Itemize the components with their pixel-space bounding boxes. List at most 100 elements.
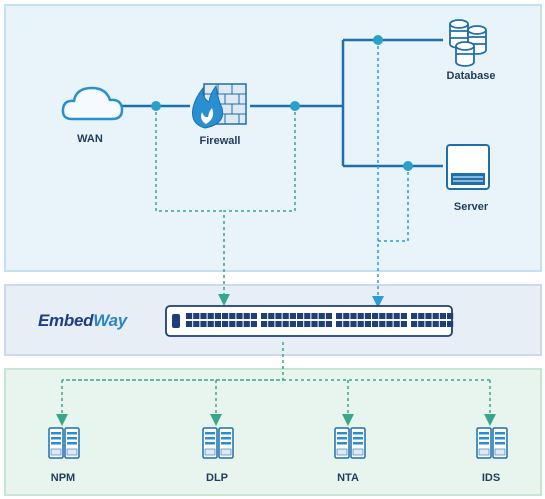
port xyxy=(275,313,282,319)
port xyxy=(243,321,250,327)
tap-point-dot xyxy=(403,161,413,171)
port xyxy=(411,313,418,319)
security-tools-panel xyxy=(4,368,542,496)
port xyxy=(236,321,243,327)
port xyxy=(282,321,289,327)
port xyxy=(289,321,296,327)
port xyxy=(193,321,200,327)
port xyxy=(336,313,343,319)
port xyxy=(350,321,357,327)
port xyxy=(311,321,318,327)
port xyxy=(250,313,257,319)
port xyxy=(304,321,311,327)
cloud-icon xyxy=(61,86,124,121)
port xyxy=(425,313,432,319)
port xyxy=(364,313,371,319)
port xyxy=(289,313,296,319)
port xyxy=(386,321,393,327)
network-zone-panel xyxy=(4,4,542,272)
broker-output-trunk xyxy=(62,342,490,381)
tap-point-dot xyxy=(151,101,161,111)
port xyxy=(411,321,418,327)
tool-servers xyxy=(48,427,508,459)
server-tower-icon xyxy=(334,427,366,459)
tap-server-link xyxy=(378,166,409,242)
port xyxy=(268,313,275,319)
embedway-logo: EmbedWay xyxy=(38,311,127,331)
port xyxy=(343,321,350,327)
tap-point-dot xyxy=(290,101,300,111)
port xyxy=(418,313,425,319)
port xyxy=(400,313,407,319)
port xyxy=(186,313,193,319)
port xyxy=(400,321,407,327)
port xyxy=(193,313,200,319)
port xyxy=(311,313,318,319)
firewall-label: Firewall xyxy=(199,135,241,147)
tap-wan-side xyxy=(155,106,224,212)
port xyxy=(372,313,379,319)
port xyxy=(207,321,214,327)
wan-label: WAN xyxy=(77,133,103,145)
port xyxy=(432,313,439,319)
port xyxy=(336,321,343,327)
server-tower-icon xyxy=(48,427,80,459)
tool-label-ids: IDS xyxy=(481,472,501,484)
port xyxy=(297,321,304,327)
port xyxy=(418,321,425,327)
packet-broker-device xyxy=(165,305,454,337)
port xyxy=(432,321,439,327)
port xyxy=(325,313,332,319)
port xyxy=(200,313,207,319)
logo-text-way: Way xyxy=(93,311,127,330)
port xyxy=(325,321,332,327)
port xyxy=(393,321,400,327)
tap-points xyxy=(151,35,413,171)
tap-point-dot xyxy=(373,35,383,45)
port xyxy=(318,321,325,327)
server-tower-icon xyxy=(202,427,234,459)
port xyxy=(379,321,386,327)
database-icon xyxy=(449,19,487,67)
port xyxy=(357,313,364,319)
port xyxy=(447,313,454,319)
port xyxy=(186,321,193,327)
port xyxy=(222,313,229,319)
port xyxy=(236,313,243,319)
port xyxy=(214,313,221,319)
tool-label-npm: NPM xyxy=(50,472,76,484)
port xyxy=(243,313,250,319)
port xyxy=(393,313,400,319)
server-icon xyxy=(446,144,490,190)
port xyxy=(318,313,325,319)
port xyxy=(297,313,304,319)
logo-text-embed: Embed xyxy=(38,311,94,330)
port xyxy=(357,321,364,327)
tool-label-nta: NTA xyxy=(337,472,359,484)
port xyxy=(282,313,289,319)
port xyxy=(343,313,350,319)
port xyxy=(261,321,268,327)
port xyxy=(447,321,454,327)
port xyxy=(372,321,379,327)
tap-links xyxy=(56,40,496,426)
firewall-icon xyxy=(192,83,247,129)
server-label: Server xyxy=(453,201,489,213)
port xyxy=(304,313,311,319)
server-tower-icon xyxy=(476,427,508,459)
database-label: Database xyxy=(446,70,496,82)
port xyxy=(250,321,257,327)
port xyxy=(222,321,229,327)
port xyxy=(425,321,432,327)
port xyxy=(229,313,236,319)
port xyxy=(364,321,371,327)
port xyxy=(439,321,446,327)
port xyxy=(229,321,236,327)
port xyxy=(379,313,386,319)
port xyxy=(261,313,268,319)
port xyxy=(386,313,393,319)
port xyxy=(275,321,282,327)
tool-label-dlp: DLP xyxy=(206,472,228,484)
port xyxy=(207,313,214,319)
